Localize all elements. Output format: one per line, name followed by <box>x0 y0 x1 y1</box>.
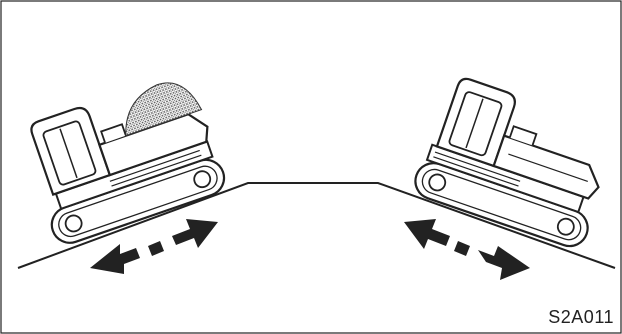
empty-crawler-dumper-icon <box>414 77 600 248</box>
figure-code: S2A011 <box>548 307 614 327</box>
ground-profile <box>17 182 616 269</box>
travel-direction-arrows-icon <box>90 219 218 274</box>
travel-direction-arrows-icon <box>404 219 530 280</box>
loaded-crawler-dumper-icon <box>30 82 226 244</box>
